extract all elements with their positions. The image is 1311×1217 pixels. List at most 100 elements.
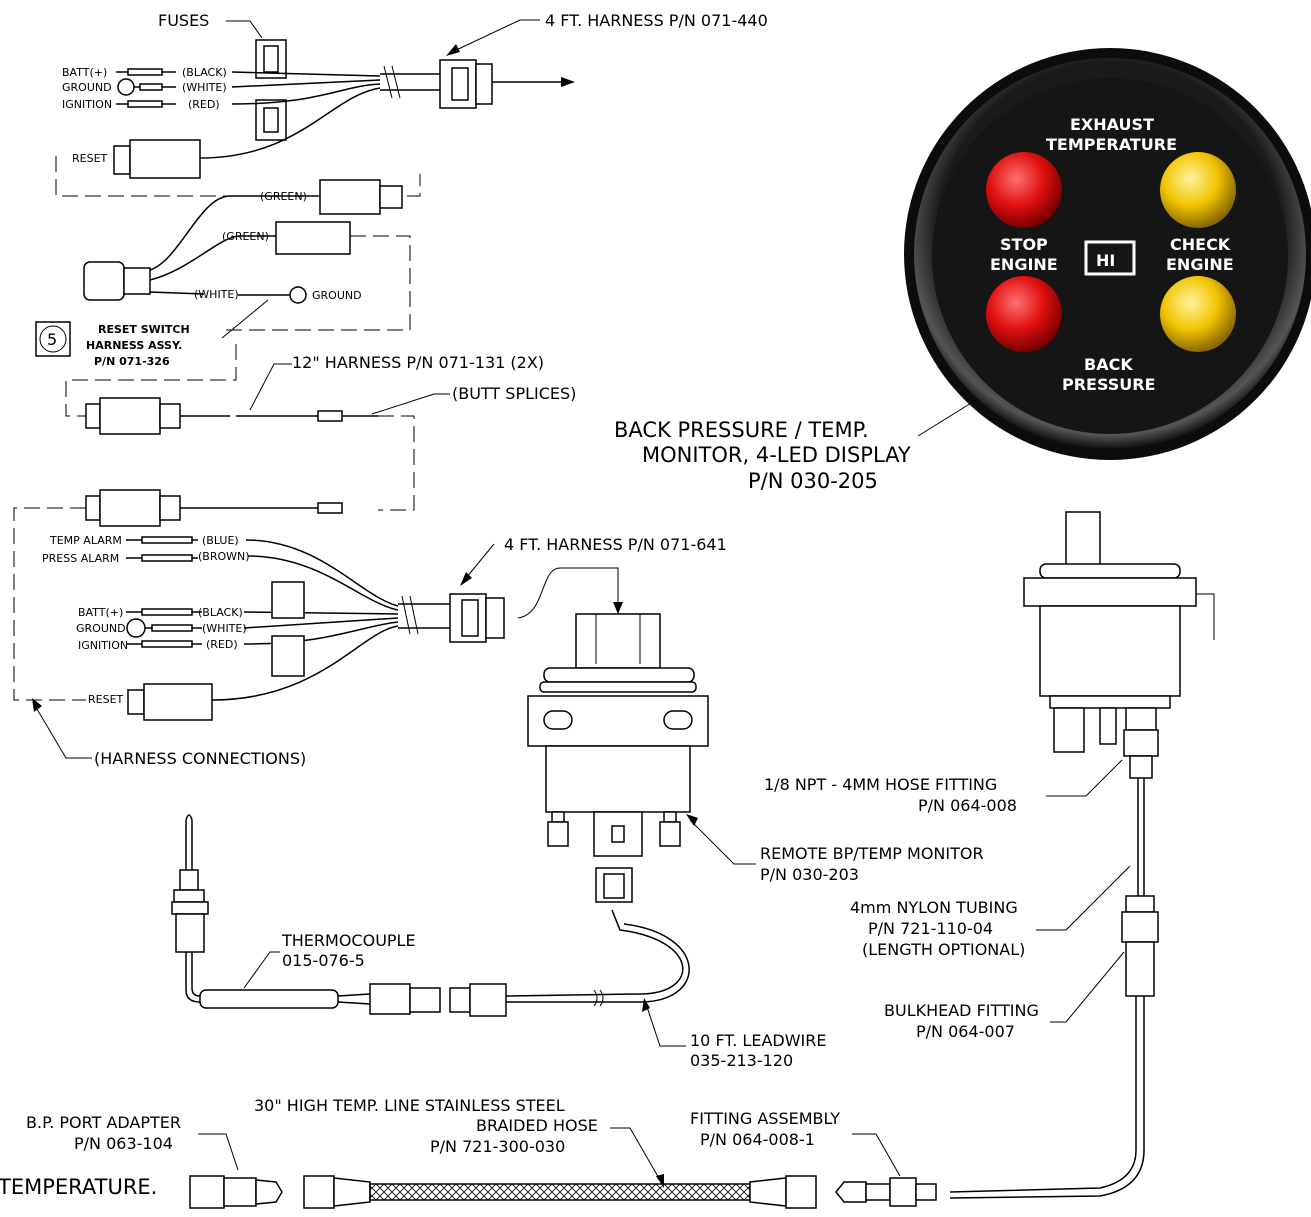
thermocouple-assembly: THERMOCOUPLE 015-076-5 10 FT. LEADWIRE 0… [171, 814, 826, 1070]
ignition-label-top: IGNITION [62, 98, 112, 111]
leadwire-part-number: 035-213-120 [690, 1051, 793, 1070]
pressure-panel-label: PRESSURE [1062, 375, 1156, 394]
switch-connector-b [275, 221, 351, 255]
braided-hose-label-2: BRAIDED HOSE [476, 1116, 598, 1135]
bulkhead-fitting [1121, 911, 1159, 943]
reset-label-bottom: RESET [88, 693, 124, 706]
short-harnesses: 12" HARNESS P/N 071-131 (2X) (BUTT SPLIC… [13, 344, 576, 701]
ground-label-top: GROUND [62, 81, 112, 94]
stop-engine-led-top [986, 152, 1062, 228]
tubing-label: 4mm NYLON TUBING [850, 898, 1018, 917]
reset-push-button [83, 261, 125, 301]
red-wire-label-top: (RED) [188, 98, 220, 111]
ground-label-switch: GROUND [312, 289, 362, 302]
reset-switch-part-number: P/N 071-326 [94, 355, 170, 368]
ignition-label-bottom: IGNITION [78, 639, 128, 652]
top-power-harness: FUSES 4 FT. HARNESS P/N 071-440 BATT(+) … [62, 11, 768, 179]
reset-switch-title: RESET SWITCH [98, 323, 190, 336]
reset-connector-bottom [143, 683, 213, 721]
temperature-fragment: TEMPERATURE. [0, 1175, 157, 1199]
remote-monitor-unit: REMOTE BP/TEMP MONITOR P/N 030-203 [527, 613, 984, 884]
harness-12-label: 12" HARNESS P/N 071-131 (2X) [292, 353, 544, 372]
green-wire-label-2: (GREEN) [222, 230, 269, 243]
ground-ring-terminal [289, 286, 307, 304]
stop-label: STOP [1000, 235, 1048, 254]
exhaust-label: EXHAUST [1070, 115, 1154, 134]
fuse-holder-lower-1 [271, 581, 305, 619]
check-engine-label: ENGINE [1166, 255, 1234, 274]
thermocouple-plug [369, 983, 411, 1015]
hi-logo-text: HI [1096, 251, 1115, 270]
bulkhead-part-number: P/N 064-007 [916, 1022, 1015, 1041]
fuses-label: FUSES [158, 11, 209, 30]
braided-hose-part-number: P/N 721-300-030 [430, 1137, 565, 1156]
press-alarm-label: PRESS ALARM [42, 552, 119, 565]
harness-071-641-label: 4 FT. HARNESS P/N 071-641 [504, 535, 727, 554]
black-wire-label-top: (BLACK) [182, 66, 227, 79]
reset-switch-subtitle: HARNESS ASSY. [86, 339, 182, 352]
temp-alarm-label: TEMP ALARM [49, 534, 122, 547]
back-label: BACK [1084, 355, 1133, 374]
fitting-assembly [889, 1177, 917, 1207]
batt-label-top: BATT(+) [62, 66, 107, 79]
brown-wire-label: (BROWN) [198, 550, 250, 563]
harness-12-connector-2 [99, 489, 161, 527]
check-label: CHECK [1170, 235, 1231, 254]
braided-hose-row: B.P. PORT ADAPTER P/N 063-104 30" HIGH T… [0, 1096, 937, 1209]
led-display-gauge: EXHAUST TEMPERATURE STOP ENGINE CHECK EN… [614, 48, 1311, 493]
monitor-label-line-1: BACK PRESSURE / TEMP. [614, 418, 869, 442]
reset-label-top: RESET [72, 152, 108, 165]
switch-connector-a [319, 179, 381, 215]
batt-label-bottom: BATT(+) [78, 606, 123, 619]
monitor-harness: TEMP ALARM PRESS ALARM (BLUE) (BROWN) 4 … [32, 534, 727, 768]
bulkhead-label: BULKHEAD FITTING [884, 1001, 1039, 1020]
butt-splice-1 [317, 410, 343, 422]
leadwire-socket [469, 983, 507, 1017]
hose-fitting-part-number: P/N 064-008 [918, 796, 1017, 815]
bp-adapter-part-number: P/N 063-104 [74, 1134, 173, 1153]
white-wire-label-top: (WHITE) [182, 81, 227, 94]
bp-adapter-label: B.P. PORT ADAPTER [26, 1113, 181, 1132]
braided-hose [369, 1183, 751, 1201]
hi-logo [1084, 240, 1136, 276]
monitor-label-line-2: MONITOR, 4-LED DISPLAY [642, 443, 911, 467]
blue-wire-label: (BLUE) [202, 534, 239, 547]
harness-12-connector-1 [99, 397, 161, 435]
thermocouple-sheath [199, 989, 339, 1009]
hose-fitting-label: 1/8 NPT - 4MM HOSE FITTING [764, 775, 997, 794]
leadwire-label: 10 FT. LEADWIRE [690, 1031, 826, 1050]
fuse-holder-lower-2 [271, 635, 305, 677]
ground-label-bottom: GROUND [76, 622, 126, 635]
tubing-length-note: (LENGTH OPTIONAL) [862, 940, 1025, 959]
hose-fitting-064-008 [1123, 729, 1159, 757]
pressure-fitting-stack: 1/8 NPT - 4MM HOSE FITTING P/N 064-008 4… [764, 511, 1215, 1199]
butt-splices-label: (BUTT SPLICES) [452, 384, 576, 403]
tubing-part-number: P/N 721-110-04 [868, 919, 993, 938]
red-wire-label-bottom: (RED) [206, 638, 238, 651]
white-wire-label-bottom: (WHITE) [202, 622, 247, 635]
remote-monitor-label: REMOTE BP/TEMP MONITOR [760, 844, 984, 863]
monitor-part-number: P/N 030-205 [748, 469, 878, 493]
remote-monitor-part-number: P/N 030-203 [760, 865, 859, 884]
temperature-panel-label: TEMPERATURE [1046, 135, 1177, 154]
harness-connections-label: (HARNESS CONNECTIONS) [94, 749, 306, 768]
thermocouple-label: THERMOCOUPLE [281, 931, 416, 950]
stop-engine-led-bottom [986, 276, 1062, 352]
green-wire-label-1: (GREEN) [260, 190, 307, 203]
bp-port-adapter [189, 1175, 225, 1209]
white-wire-label-switch: (WHITE) [194, 288, 239, 301]
fitting-assembly-part-number: P/N 064-008-1 [700, 1130, 815, 1149]
harness-071-440-label: 4 FT. HARNESS P/N 071-440 [545, 11, 768, 30]
reset-switch-assembly: (GREEN) (GREEN) (WHITE) GROUND 5 RESET S… [35, 156, 421, 368]
braided-hose-label-1: 30" HIGH TEMP. LINE STAINLESS STEEL [254, 1096, 565, 1115]
reset-connector-top [129, 139, 201, 179]
item-number-box [35, 321, 71, 357]
check-engine-led-top [1160, 152, 1236, 228]
check-engine-led-bottom [1160, 276, 1236, 352]
stop-engine-label: ENGINE [990, 255, 1058, 274]
butt-splice-2 [317, 502, 343, 514]
thermocouple-part-number: 015-076-5 [282, 951, 365, 970]
fitting-assembly-label: FITTING ASSEMBLY [690, 1109, 840, 1128]
item-number: 5 [47, 330, 57, 349]
